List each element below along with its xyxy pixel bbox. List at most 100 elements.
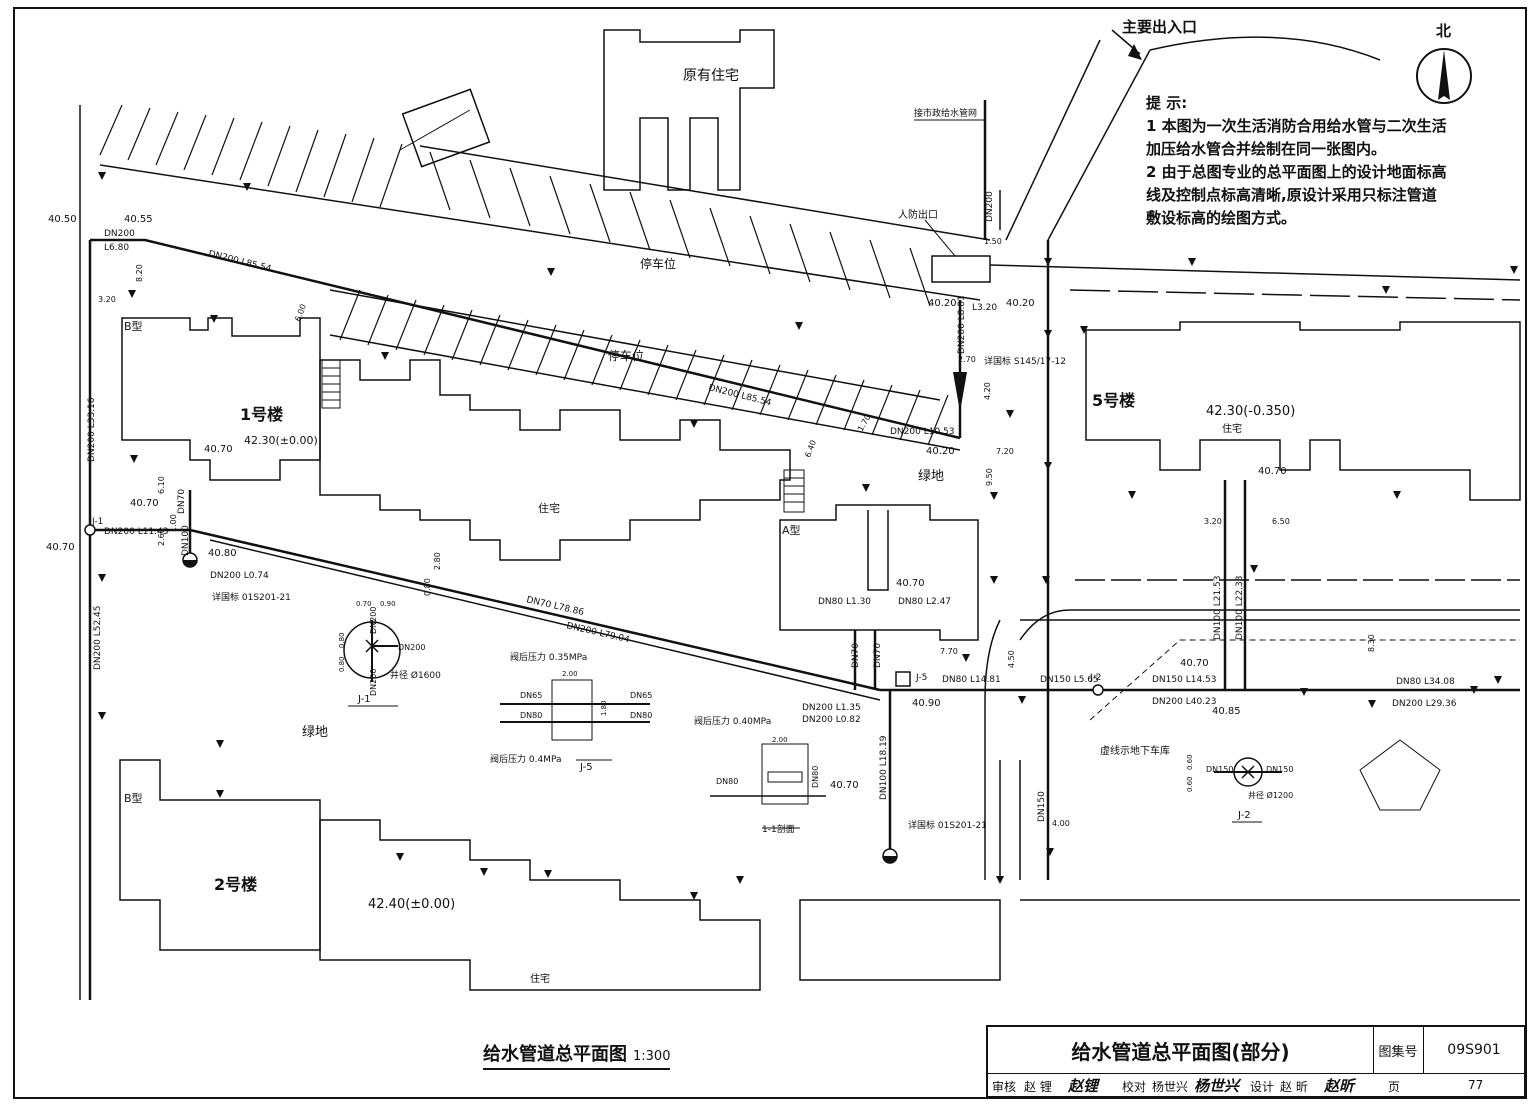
pipe-label-dn80-l3408: DN80 L34.08	[1396, 677, 1455, 687]
pipe-label-dn200-l8554-a: DN200 L85.54	[207, 249, 272, 274]
dim-950: 9.50	[985, 468, 994, 486]
pipe-label-dn80-l247: DN80 L2.47	[898, 597, 951, 607]
detail-j5-label: J-5	[579, 762, 593, 773]
people-exit-box	[931, 255, 991, 283]
detail-j2-dn150-b: DN150	[1266, 765, 1293, 774]
dim-320-b: 3.20	[1204, 517, 1222, 526]
main-entrance-label: 主要出入口	[1122, 18, 1197, 36]
dim-600: 6.00	[293, 303, 308, 323]
detail-j5-dn65-b: DN65	[630, 691, 652, 700]
dim-260: 2.60	[157, 528, 166, 546]
page-label: 页	[1388, 1080, 1401, 1094]
dim-420: 4.20	[983, 382, 992, 400]
elev-4020-b: 40.20	[1006, 298, 1035, 309]
detail-j2-label: J-2	[1237, 810, 1251, 821]
parking-label-1: 停车位	[640, 256, 676, 271]
pipe-label-dn200-l2936: DN200 L29.36	[1392, 699, 1457, 709]
detail-j5-dn65-a: DN65	[520, 691, 542, 700]
pipe-label-dn70-a: DN70	[177, 489, 187, 514]
elev-4070-e: 40.70	[1180, 658, 1209, 669]
detail-j1-dim-080-a: 0.80	[338, 632, 346, 648]
building-2-label: 2号楼	[214, 875, 257, 894]
detail-j2-well: 井径 Ø1200	[1248, 790, 1293, 800]
hydrant-2-fill	[883, 856, 897, 863]
detail-j5-pressure-1: 阀后压力 0.35MPa	[510, 651, 587, 663]
pipe-label-l680: L6.80	[104, 243, 129, 253]
detail-j1-dim-080-b: 0.80	[338, 656, 346, 672]
building-2-elev: 42.40(±0.00)	[368, 897, 455, 912]
title-block-signature-row: 审核 赵 锂 赵锂 校对 杨世兴 杨世兴 设计 赵 昕 赵昕 页 77	[988, 1074, 1524, 1098]
elev-4070-f: 40.70	[1258, 466, 1287, 477]
building-5-outline	[1085, 321, 1521, 501]
detail-j1	[343, 620, 401, 707]
notes-line-3: 2 由于总图专业的总平面图上的设计地面标高	[1146, 163, 1447, 181]
notes-block: 提 示: 1 本图为一次生活消防合用给水管与二次生活 加压给水管合并绘制在同一张…	[1146, 92, 1486, 230]
notes-line-4: 线及控制点标高清晰,原设计采用只标注管道	[1146, 186, 1437, 204]
notes-line-1: 1 本图为一次生活消防合用给水管与二次生活	[1146, 117, 1447, 135]
pipe-label-dn200-top: DN200	[985, 191, 995, 222]
well-j5-marker	[895, 671, 911, 687]
detail-j1-dim-090: 0.90	[380, 600, 396, 608]
pipe-label-l320: L3.20	[972, 303, 997, 313]
pump-room-marker	[953, 372, 967, 412]
detail-j5-pressure-2: 阀后压力 0.4MPa	[490, 753, 561, 765]
section-pressure: 阀后压力 0.40MPa	[694, 715, 771, 727]
pipe-label-dn200-l074: DN200 L0.74	[210, 571, 269, 581]
pipe-label-dn100-l2233: DN100 L22.33	[1235, 576, 1245, 640]
section-label: 1-1剖面	[762, 823, 795, 835]
dim-150: 1.50	[984, 237, 1002, 246]
check-label: 校对	[1122, 1080, 1147, 1094]
j2-tag: J-2	[1089, 673, 1101, 683]
dim-400: 4.00	[1052, 819, 1070, 828]
housing-label-bottom: 住宅	[530, 972, 550, 985]
dim-820: 8.20	[135, 264, 144, 282]
pipe-label-dn100-l2153: DN100 L21.53	[1213, 576, 1223, 640]
pipe-label-dn200-l1143: DN200 L11.43	[104, 527, 168, 537]
dim-770: 7.70	[940, 647, 958, 656]
notes-heading: 提 示:	[1146, 94, 1188, 112]
type-b-label-1: B型	[124, 319, 143, 333]
elev-4050: 40.50	[48, 214, 77, 225]
elev-4070-g: 40.70	[830, 780, 859, 791]
drawing-scale: 1:300	[633, 1049, 671, 1064]
building-5-label: 5号楼	[1092, 391, 1135, 410]
ref-01s201-21-a: 详国标 01S201-21	[212, 591, 291, 603]
section-dn80-a: DN80	[716, 777, 738, 786]
page-number: 77	[1468, 1078, 1484, 1092]
design-name: 赵 昕	[1280, 1080, 1308, 1094]
ref-s145: 详国标 S145/17-12	[984, 355, 1066, 367]
pipe-label-dn80-l130: DN80 L1.30	[818, 597, 871, 607]
detail-j2-dim-060-b: 0.60	[1186, 776, 1194, 792]
section-dim-200: 2.00	[772, 736, 788, 744]
j5-tag: J-5	[915, 673, 927, 683]
detail-j1-well: 井径 Ø1600	[390, 669, 441, 681]
elev-4080: 40.80	[208, 548, 237, 559]
pipe-label-dn80-l1481: DN80 L14.81	[942, 675, 1001, 685]
check-signature: 杨世兴	[1194, 1077, 1240, 1095]
people-exit-leader	[924, 219, 956, 257]
notes-line-5: 敷设标高的绘图方式。	[1146, 209, 1297, 227]
existing-housing-label: 原有住宅	[683, 68, 739, 84]
pipe-label-dn100-l1819: DN100 L18.19	[879, 735, 889, 800]
water-pipes	[88, 100, 1520, 1000]
entrance-leader	[1111, 29, 1141, 55]
detail-j5	[500, 679, 650, 761]
j1-tag: J-1	[91, 517, 103, 527]
detail-j1-dn200-a: DN200	[369, 607, 378, 634]
review-signature: 赵锂	[1068, 1077, 1099, 1095]
building-1-elev: 42.30(±0.00)	[244, 434, 318, 447]
north-arrow-icon	[1416, 48, 1472, 104]
detail-j2-dn150-a: DN150	[1206, 765, 1233, 774]
pipe-label-dn200-l5245: DN200 L52.45	[93, 606, 103, 670]
pipe-label-dn200-l881: DN200 L8.81	[957, 295, 967, 354]
type-b-label-2: B型	[124, 791, 143, 805]
detail-j5-dim-180: 1.80	[600, 700, 608, 716]
pipe-label-dn200-l3316: DN200 L33.16	[87, 397, 97, 462]
dim-320-a: 3.20	[98, 295, 116, 304]
housing-label-5: 住宅	[1222, 422, 1242, 435]
dim-830: 8.30	[1367, 634, 1376, 652]
hydrant-1-fill	[183, 560, 197, 567]
detail-j5-dn80-b: DN80	[630, 711, 652, 720]
dim-280: 2.80	[433, 552, 442, 570]
sheet-border	[13, 7, 1527, 1099]
